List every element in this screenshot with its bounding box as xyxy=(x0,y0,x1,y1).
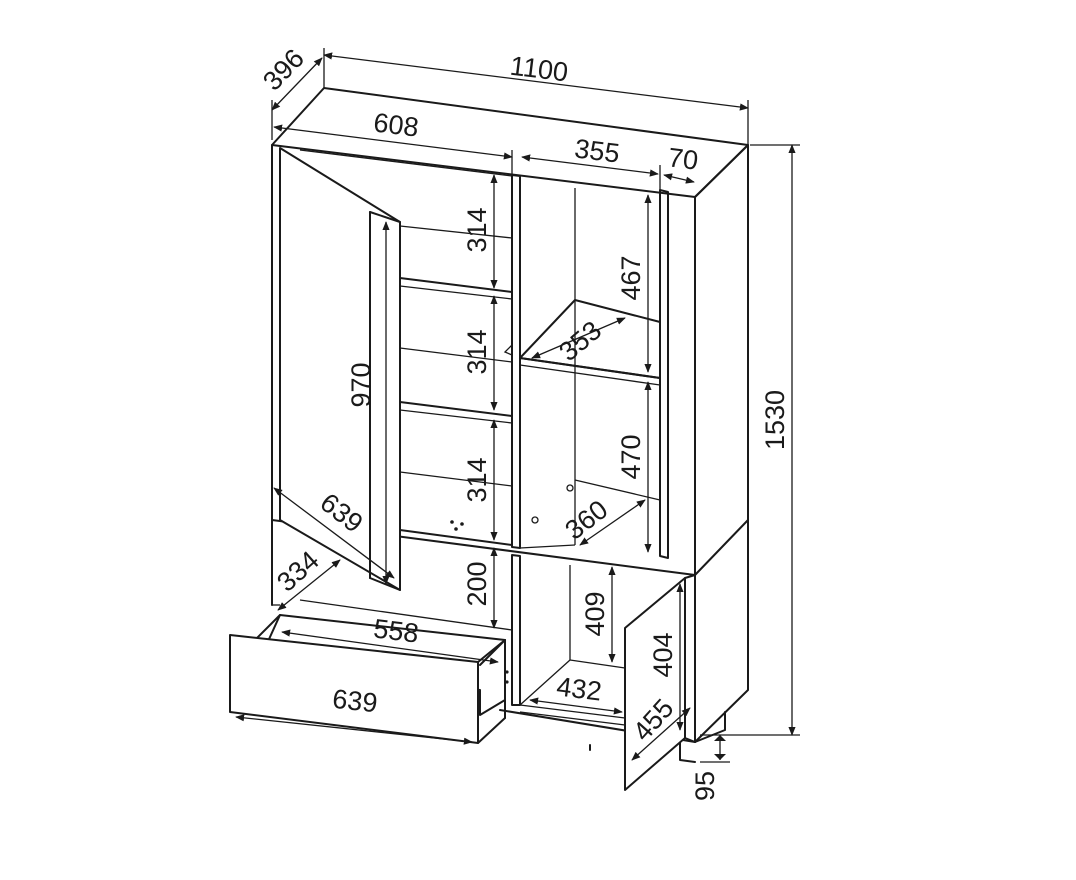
label-shelf-spacing-bottom: 314 xyxy=(462,457,492,502)
label-left-door-height: 970 xyxy=(346,362,376,407)
hole-2 xyxy=(460,522,464,526)
hinge-mark xyxy=(503,343,513,356)
label-overall-width: 1100 xyxy=(508,51,569,88)
label-shelf-spacing-middle: 314 xyxy=(462,329,492,374)
label-overall-depth: 396 xyxy=(257,43,310,96)
drawer-front-top-edge xyxy=(477,639,506,663)
shelf-back-3 xyxy=(399,471,513,487)
shelf-back-1 xyxy=(399,225,513,239)
left-door-top-edge xyxy=(369,211,401,223)
cabinet-right-side xyxy=(694,144,749,743)
center-partition-lower xyxy=(511,554,521,706)
lower-floor-left xyxy=(519,659,571,706)
cam-hole-1 xyxy=(566,484,574,492)
drawer-box-back-left xyxy=(254,614,281,641)
dim-line-432 xyxy=(529,697,623,715)
cam-hole-2 xyxy=(531,516,539,524)
label-niche-height: 200 xyxy=(462,561,492,606)
label-right-upper-shelf-depth: 353 xyxy=(553,315,607,367)
label-left-door-inner-depth: 334 xyxy=(271,545,325,597)
hole-3 xyxy=(454,527,458,531)
dim-line-608 xyxy=(273,124,513,160)
label-bottom-compartment-height: 409 xyxy=(580,591,610,636)
right-shelf-front xyxy=(519,357,661,379)
label-shelf-spacing-top: 314 xyxy=(462,207,492,252)
dim-line-70 xyxy=(663,173,695,184)
drawer-hole-2 xyxy=(505,680,509,684)
shelf-2-under xyxy=(399,409,513,424)
drawer-area xyxy=(229,599,513,744)
leg-right xyxy=(679,739,696,763)
label-right-upper-height: 467 xyxy=(616,255,646,300)
dimension-lines xyxy=(235,48,800,763)
dim-line-558 xyxy=(281,629,499,665)
shelf-1-under xyxy=(399,285,513,300)
label-drawer-inner-length: 558 xyxy=(372,613,420,648)
label-bottom-door-height: 404 xyxy=(648,632,678,677)
shelf-back-2 xyxy=(399,347,513,363)
left-top-back xyxy=(299,149,513,177)
lower-floor-back xyxy=(569,659,626,669)
dim-line-639-door xyxy=(273,487,395,579)
center-partition-upper xyxy=(511,174,521,549)
lower-floor-under xyxy=(519,711,626,726)
label-overall-height: 1530 xyxy=(760,390,790,450)
dim-line-360 xyxy=(579,499,646,546)
drawer-front-bottom-edge xyxy=(477,717,506,744)
label-bottom-compartment-width: 432 xyxy=(555,671,603,706)
bottom-door xyxy=(624,574,696,791)
label-leg-height: 95 xyxy=(690,771,720,801)
dim-line-455 xyxy=(631,707,691,761)
label-right-lower-shelf-depth: 360 xyxy=(559,494,613,545)
mid-divider-side xyxy=(694,519,749,576)
dim-line-353 xyxy=(531,317,626,359)
shelf-2-front xyxy=(399,401,513,417)
shelf-3-front xyxy=(399,529,513,546)
bottom-door-hinge-top xyxy=(684,574,696,579)
right-shelf-under xyxy=(519,364,661,386)
shelf-1-front xyxy=(399,277,513,293)
drawer-hole-1 xyxy=(505,670,509,674)
hole-1 xyxy=(450,520,454,524)
right-inner-panel xyxy=(659,189,669,559)
dim-line-1100 xyxy=(323,52,749,111)
dim-line-355 xyxy=(521,154,659,177)
dim-line-396 xyxy=(271,57,323,111)
label-right-section-width: 355 xyxy=(573,133,621,168)
right-lower-back xyxy=(574,479,661,501)
label-right-lower-height: 470 xyxy=(616,434,646,479)
dim-line-334 xyxy=(277,559,341,611)
right-bottom-left xyxy=(519,544,576,549)
dim-line-639-drawer xyxy=(235,714,473,745)
arrow-95-bottom xyxy=(714,754,726,760)
label-side-panel-width: 70 xyxy=(666,142,699,175)
label-drawer-front-width: 639 xyxy=(331,684,379,719)
arrow-95-top xyxy=(714,735,726,741)
leg-back xyxy=(694,711,726,743)
label-left-section-width: 608 xyxy=(372,107,420,142)
